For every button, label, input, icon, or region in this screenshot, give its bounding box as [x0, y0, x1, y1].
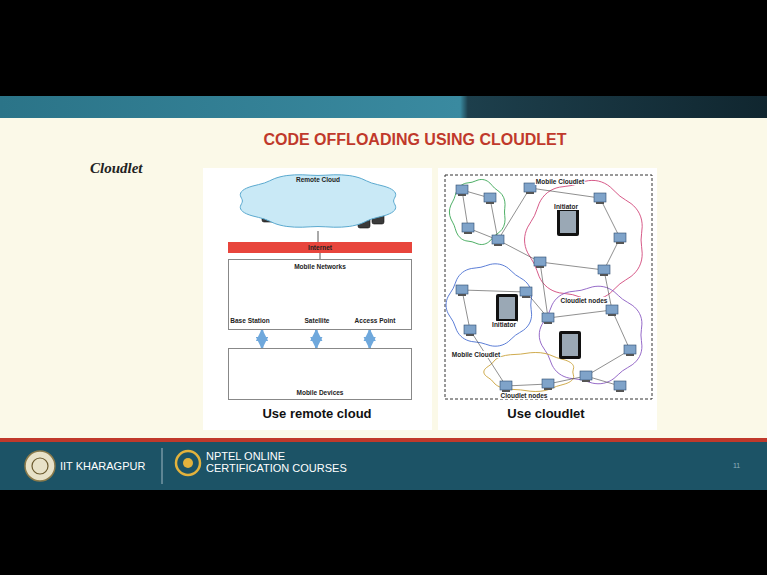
header-band	[0, 96, 767, 118]
figure-caption: Use remote cloud	[262, 407, 371, 422]
computer-icon	[614, 381, 626, 392]
region-label: Mobile Cloudlet	[535, 178, 585, 185]
double-arrow	[261, 330, 264, 348]
computer-icon	[500, 381, 512, 392]
node-label: Initiator	[491, 321, 517, 328]
iit-logo	[32, 458, 48, 474]
computer-icon	[606, 305, 618, 316]
tablet-icon	[557, 208, 579, 236]
network-link	[498, 188, 530, 240]
computer-icon	[462, 223, 474, 234]
cloudlet-region	[449, 179, 505, 244]
cloud-node: Remote Cloud	[236, 171, 400, 231]
computer-icon	[580, 371, 592, 382]
figure-panel	[438, 168, 657, 430]
node-label: Mobile Networks	[294, 263, 346, 270]
network-link	[548, 310, 612, 318]
network-link	[540, 262, 548, 318]
computer-icon	[534, 257, 546, 268]
network-link	[462, 290, 526, 292]
node-label: Cloudlet nodes	[500, 392, 549, 399]
computer-icon	[598, 265, 610, 276]
network-link	[490, 198, 498, 240]
slide-ground	[0, 118, 767, 440]
node-label: Initiator	[553, 203, 579, 210]
network-link	[540, 262, 604, 270]
footer-band	[0, 442, 767, 490]
device-box: Mobile Devices	[228, 348, 412, 400]
cloudlet-region	[539, 286, 642, 384]
footer-divider	[162, 448, 163, 484]
computer-icon	[456, 285, 468, 296]
footer-rule	[0, 438, 767, 442]
cloudlet-region	[446, 264, 532, 346]
section-heading: Cloudlet	[90, 160, 143, 177]
double-arrow	[315, 330, 318, 348]
cloudlet-region	[525, 180, 643, 299]
link-line	[318, 231, 319, 242]
node-label: Remote Cloud	[296, 176, 340, 183]
tablet-icon	[559, 331, 581, 359]
node-label: Internet	[308, 244, 332, 251]
figure-caption: Use cloudlet	[507, 407, 584, 422]
computer-icon	[456, 185, 468, 196]
network-link	[586, 350, 630, 376]
computer-icon	[614, 233, 626, 244]
icon-label: Satellite	[304, 317, 331, 324]
computer-icon	[542, 313, 554, 324]
iit-logo	[25, 451, 55, 481]
institute-name: IIT KHARAGPUR	[60, 460, 145, 473]
region-label: Mobile Cloudlet	[451, 351, 501, 358]
icon-label: Access Point	[354, 317, 397, 324]
node-label: Cloudlet nodes	[560, 297, 609, 304]
node-label: Mobile Devices	[297, 389, 344, 396]
course-name: NPTEL ONLINE CERTIFICATION COURSES	[206, 451, 356, 474]
computer-icon	[520, 287, 532, 298]
computer-icon	[484, 193, 496, 204]
nptel-logo	[176, 451, 200, 475]
icon-label: Base Station	[229, 317, 270, 324]
tablet-icon	[496, 294, 518, 322]
computer-icon	[464, 325, 476, 336]
page-number: 11	[733, 462, 740, 470]
double-arrow	[368, 330, 371, 348]
nptel-logo	[183, 458, 193, 468]
figure-panel	[203, 168, 432, 430]
internet-bar: Internet	[228, 242, 412, 253]
computer-icon	[594, 193, 606, 204]
network-link	[530, 188, 600, 198]
slide-title: CODE OFFLOADING USING CLOUDLET	[263, 131, 566, 149]
computer-icon	[492, 235, 504, 246]
computer-icon	[624, 345, 636, 356]
computer-icon	[542, 379, 554, 390]
dashed-boundary	[445, 175, 652, 399]
